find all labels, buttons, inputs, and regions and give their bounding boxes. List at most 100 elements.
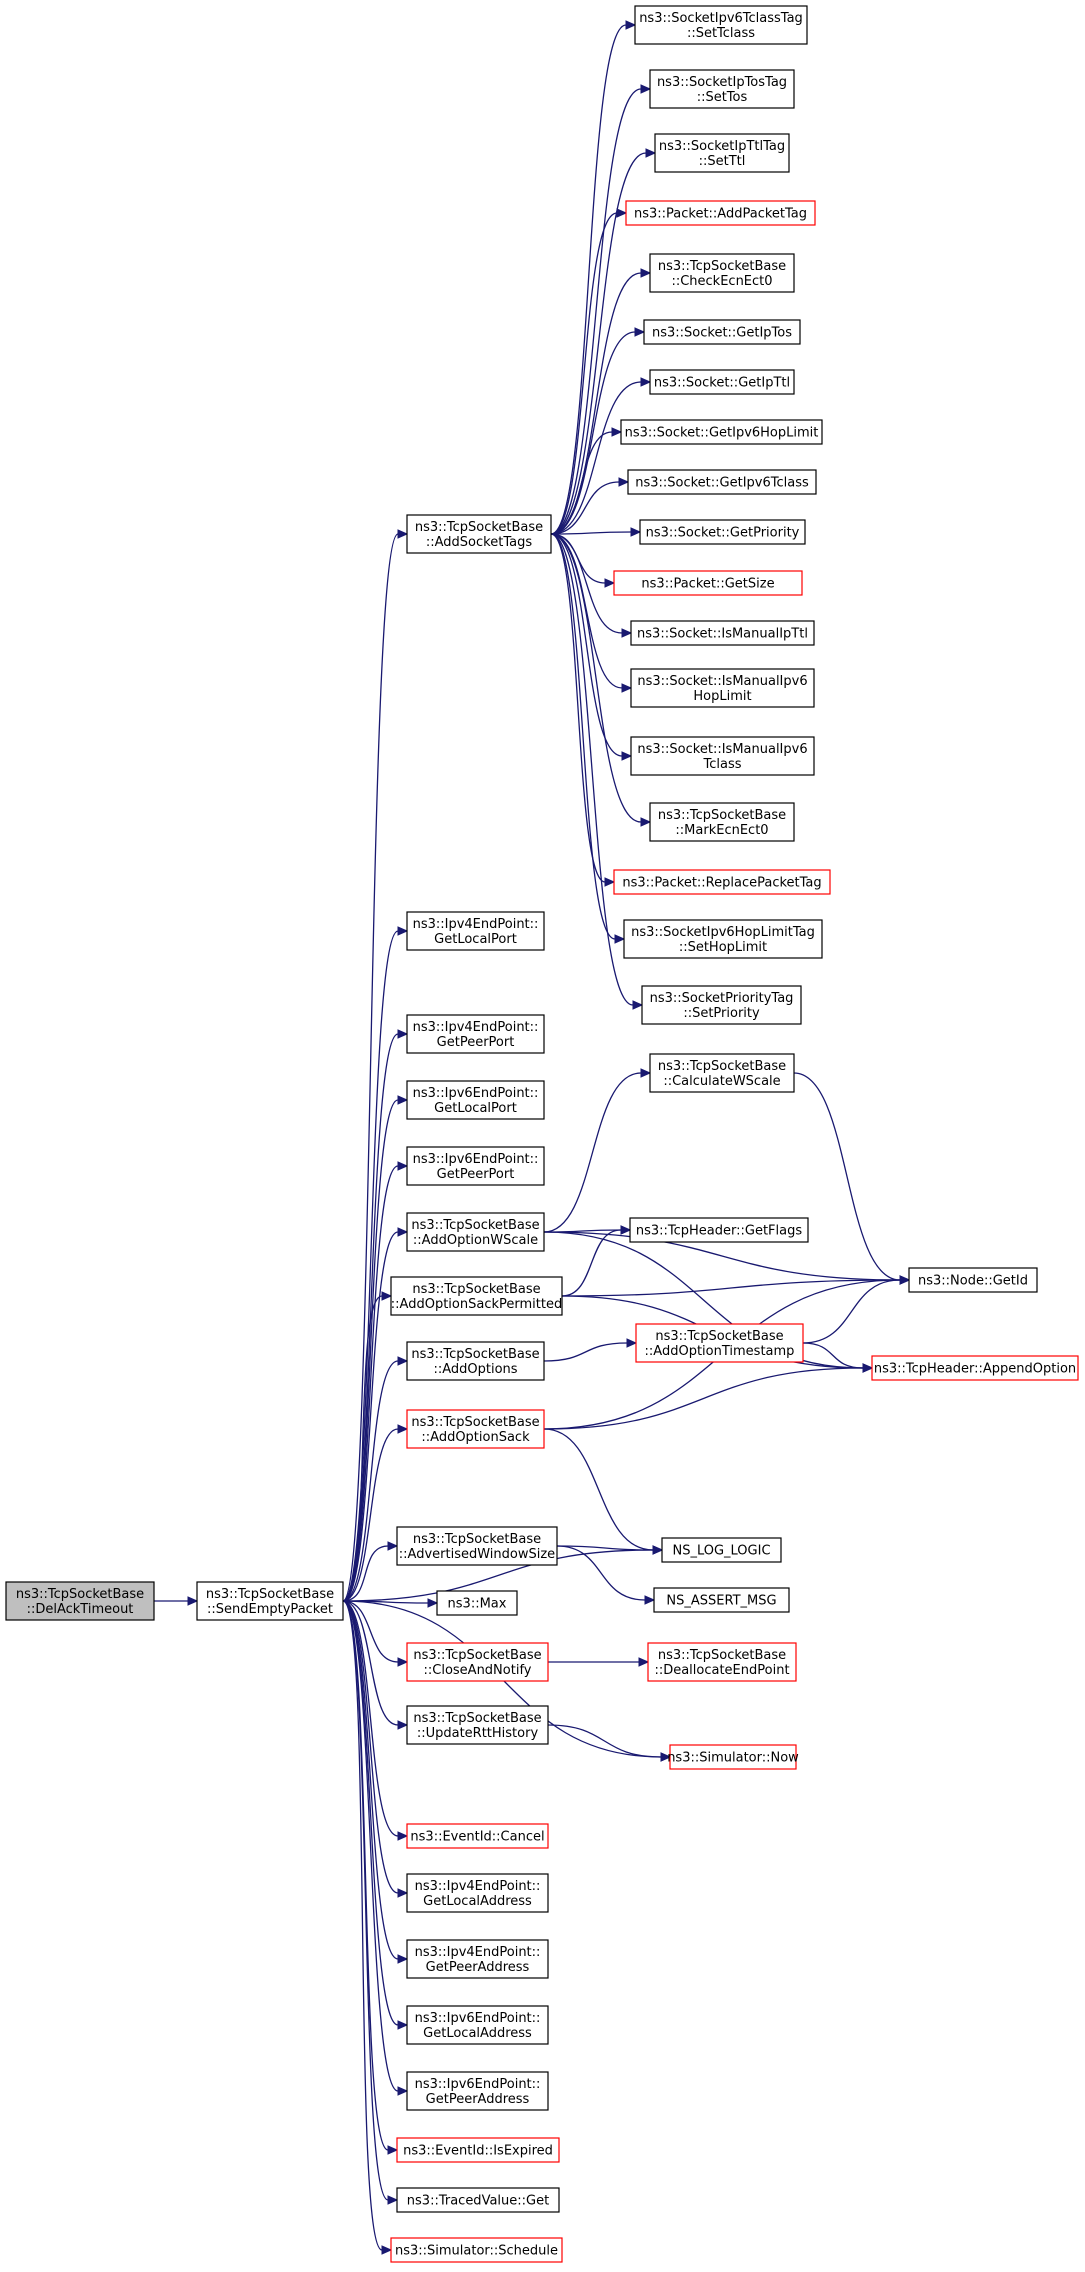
- node-aws[interactable]: ns3::TcpSocketBase::AdvertisedWindowSize: [396, 1526, 558, 1566]
- node-sep[interactable]: ns3::TcpSocketBase::SendEmptyPacket: [196, 1581, 344, 1621]
- edge-line: [342, 1549, 654, 1602]
- node-i6la[interactable]: ns3::Ipv6EndPoint::GetLocalAddress: [406, 2005, 549, 2045]
- node-apt[interactable]: ns3::Packet::AddPacketTag: [625, 200, 816, 226]
- node-gpri[interactable]: ns3::Socket::GetPriority: [639, 519, 806, 545]
- node-mee[interactable]: ns3::TcpSocketBase::MarkEcnEct0: [649, 802, 795, 842]
- node-box: [649, 369, 795, 395]
- node-label: ::SetTos: [697, 90, 748, 105]
- node-label: ::AddOptionSack: [421, 1430, 530, 1445]
- node-apo[interactable]: ns3::TcpHeader::AppendOption: [871, 1355, 1079, 1381]
- edge-sep-urh: [342, 1600, 409, 1730]
- node-i6pp[interactable]: ns3::Ipv6EndPoint::GetPeerPort: [406, 1146, 545, 1186]
- node-rpt[interactable]: ns3::Packet::ReplacePacketTag: [613, 869, 831, 895]
- node-label: ns3::TcpSocketBase: [658, 808, 786, 823]
- arrow-head: [397, 1227, 409, 1237]
- node-gfl[interactable]: ns3::TcpHeader::GetFlags: [629, 1217, 809, 1243]
- node-box: [406, 1939, 549, 1979]
- node-label: ns3::Socket::GetIpv6Tclass: [635, 476, 809, 491]
- node-aosk[interactable]: ns3::TcpSocketBase::AddOptionSack: [406, 1409, 545, 1449]
- node-aows[interactable]: ns3::TcpSocketBase::AddOptionWScale: [406, 1212, 545, 1252]
- call-edges: [153, 20, 911, 2255]
- node-label: ns3::TcpSocketBase: [411, 1218, 539, 1233]
- arrow-head: [387, 2195, 399, 2205]
- node-box: [649, 802, 795, 842]
- node-i4pp[interactable]: ns3::Ipv4EndPoint::GetPeerPort: [406, 1014, 545, 1054]
- node-aots[interactable]: ns3::TcpSocketBase::AddOptionTimestamp: [635, 1323, 804, 1363]
- node-sch[interactable]: ns3::Simulator::Schedule: [390, 2237, 563, 2263]
- node-stt[interactable]: ns3::SocketIpTtlTag::SetTtl: [654, 133, 790, 173]
- node-aopt[interactable]: ns3::TcpSocketBase::AddOptions: [406, 1341, 545, 1381]
- edge-sep-tvg: [342, 1600, 399, 2205]
- node-can[interactable]: ns3::TcpSocketBase::CloseAndNotify: [406, 1642, 549, 1682]
- edge-line: [550, 533, 634, 1006]
- node-box: [643, 319, 801, 345]
- node-label: ns3::TracedValue::Get: [407, 2194, 549, 2209]
- node-shl[interactable]: ns3::SocketIpv6HopLimitTag::SetHopLimit: [623, 919, 823, 959]
- node-iexp[interactable]: ns3::EventId::IsExpired: [396, 2137, 560, 2163]
- node-tvg[interactable]: ns3::TracedValue::Get: [396, 2187, 560, 2213]
- node-nll[interactable]: NS_LOG_LOGIC: [661, 1537, 782, 1563]
- edge-line: [550, 152, 647, 535]
- edge-line: [543, 1367, 864, 1430]
- edge-line: [550, 531, 632, 535]
- node-gsz[interactable]: ns3::Packet::GetSize: [613, 570, 803, 596]
- node-i6lp[interactable]: ns3::Ipv6EndPoint::GetLocalPort: [406, 1080, 545, 1120]
- node-i4la[interactable]: ns3::Ipv4EndPoint::GetLocalAddress: [406, 1873, 549, 1913]
- node-nam[interactable]: NS_ASSERT_MSG: [653, 1587, 790, 1613]
- arrow-head: [899, 1275, 911, 1285]
- node-i6pa[interactable]: ns3::Ipv6EndPoint::GetPeerAddress: [406, 2071, 549, 2111]
- edge-line: [550, 533, 623, 689]
- node-box: [406, 1080, 545, 1120]
- node-max[interactable]: ns3::Max: [436, 1590, 518, 1616]
- arrow-head: [638, 1657, 650, 1667]
- call-nodes: ns3::TcpSocketBase::DelAckTimeoutns3::Tc…: [5, 5, 1079, 2263]
- edge-line: [342, 1600, 399, 1894]
- node-cee[interactable]: ns3::TcpSocketBase::CheckEcnEct0: [649, 253, 795, 293]
- node-calc[interactable]: ns3::TcpSocketBase::CalculateWScale: [649, 1053, 795, 1093]
- node-root[interactable]: ns3::TcpSocketBase::DelAckTimeout: [5, 1581, 155, 1621]
- node-spr[interactable]: ns3::SocketPriorityTag::SetPriority: [641, 985, 802, 1025]
- node-gttl[interactable]: ns3::Socket::GetIpTtl: [649, 369, 795, 395]
- node-aosp[interactable]: ns3::TcpSocketBase::AddOptionSackPermitt…: [390, 1276, 563, 1316]
- node-sto[interactable]: ns3::SocketIpTosTag::SetTos: [649, 69, 795, 109]
- node-now[interactable]: ns3::Simulator::Now: [667, 1744, 799, 1770]
- node-ngid[interactable]: ns3::Node::GetId: [908, 1267, 1038, 1293]
- arrow-head: [630, 527, 642, 537]
- node-imttl[interactable]: ns3::Socket::IsManualIpTtl: [630, 620, 815, 646]
- node-box: [649, 69, 795, 109]
- arrow-head: [381, 1291, 393, 1301]
- node-box: [5, 1581, 155, 1621]
- edge-line: [550, 24, 627, 535]
- edge-aosk-nll: [543, 1428, 664, 1555]
- node-label: ns3::Socket::GetIpTtl: [654, 376, 790, 391]
- node-label: ::MarkEcnEct0: [675, 823, 768, 838]
- node-label: ::UpdateRttHistory: [417, 1726, 539, 1741]
- arrow-head: [397, 926, 409, 936]
- edge-ast-gttl: [550, 377, 652, 535]
- node-ast[interactable]: ns3::TcpSocketBase::AddSocketTags: [406, 514, 552, 554]
- edge-sep-i6lp: [342, 1095, 409, 1602]
- edge-sep-iexp: [342, 1600, 399, 2155]
- node-label: ns3::SocketPriorityTag: [650, 991, 794, 1006]
- node-ecan[interactable]: ns3::EventId::Cancel: [406, 1823, 549, 1849]
- node-dep[interactable]: ns3::TcpSocketBase::DeallocateEndPoint: [647, 1642, 797, 1682]
- node-label: ns3::Ipv6EndPoint::: [413, 1152, 539, 1167]
- node-label: GetLocalPort: [434, 1101, 517, 1116]
- arrow-head: [381, 2245, 393, 2255]
- node-label: ::CheckEcnEct0: [671, 274, 772, 289]
- node-gtcl[interactable]: ns3::Socket::GetIpv6Tclass: [627, 469, 817, 495]
- edge-line: [561, 1229, 622, 1297]
- node-box: [406, 1409, 545, 1449]
- node-box: [641, 985, 802, 1025]
- node-i4lp[interactable]: ns3::Ipv4EndPoint::GetLocalPort: [406, 911, 545, 951]
- node-label: ::AddOptionWScale: [413, 1233, 538, 1248]
- node-stc[interactable]: ns3::SocketIpv6TclassTag::SetTclass: [634, 5, 808, 45]
- edge-calc-ngid: [793, 1072, 911, 1285]
- node-i4pa[interactable]: ns3::Ipv4EndPoint::GetPeerAddress: [406, 1939, 549, 1979]
- node-urh[interactable]: ns3::TcpSocketBase::UpdateRttHistory: [406, 1705, 549, 1745]
- edge-line: [543, 1072, 642, 1233]
- node-gtos[interactable]: ns3::Socket::GetIpTos: [643, 319, 801, 345]
- node-ghop[interactable]: ns3::Socket::GetIpv6HopLimit: [620, 419, 823, 445]
